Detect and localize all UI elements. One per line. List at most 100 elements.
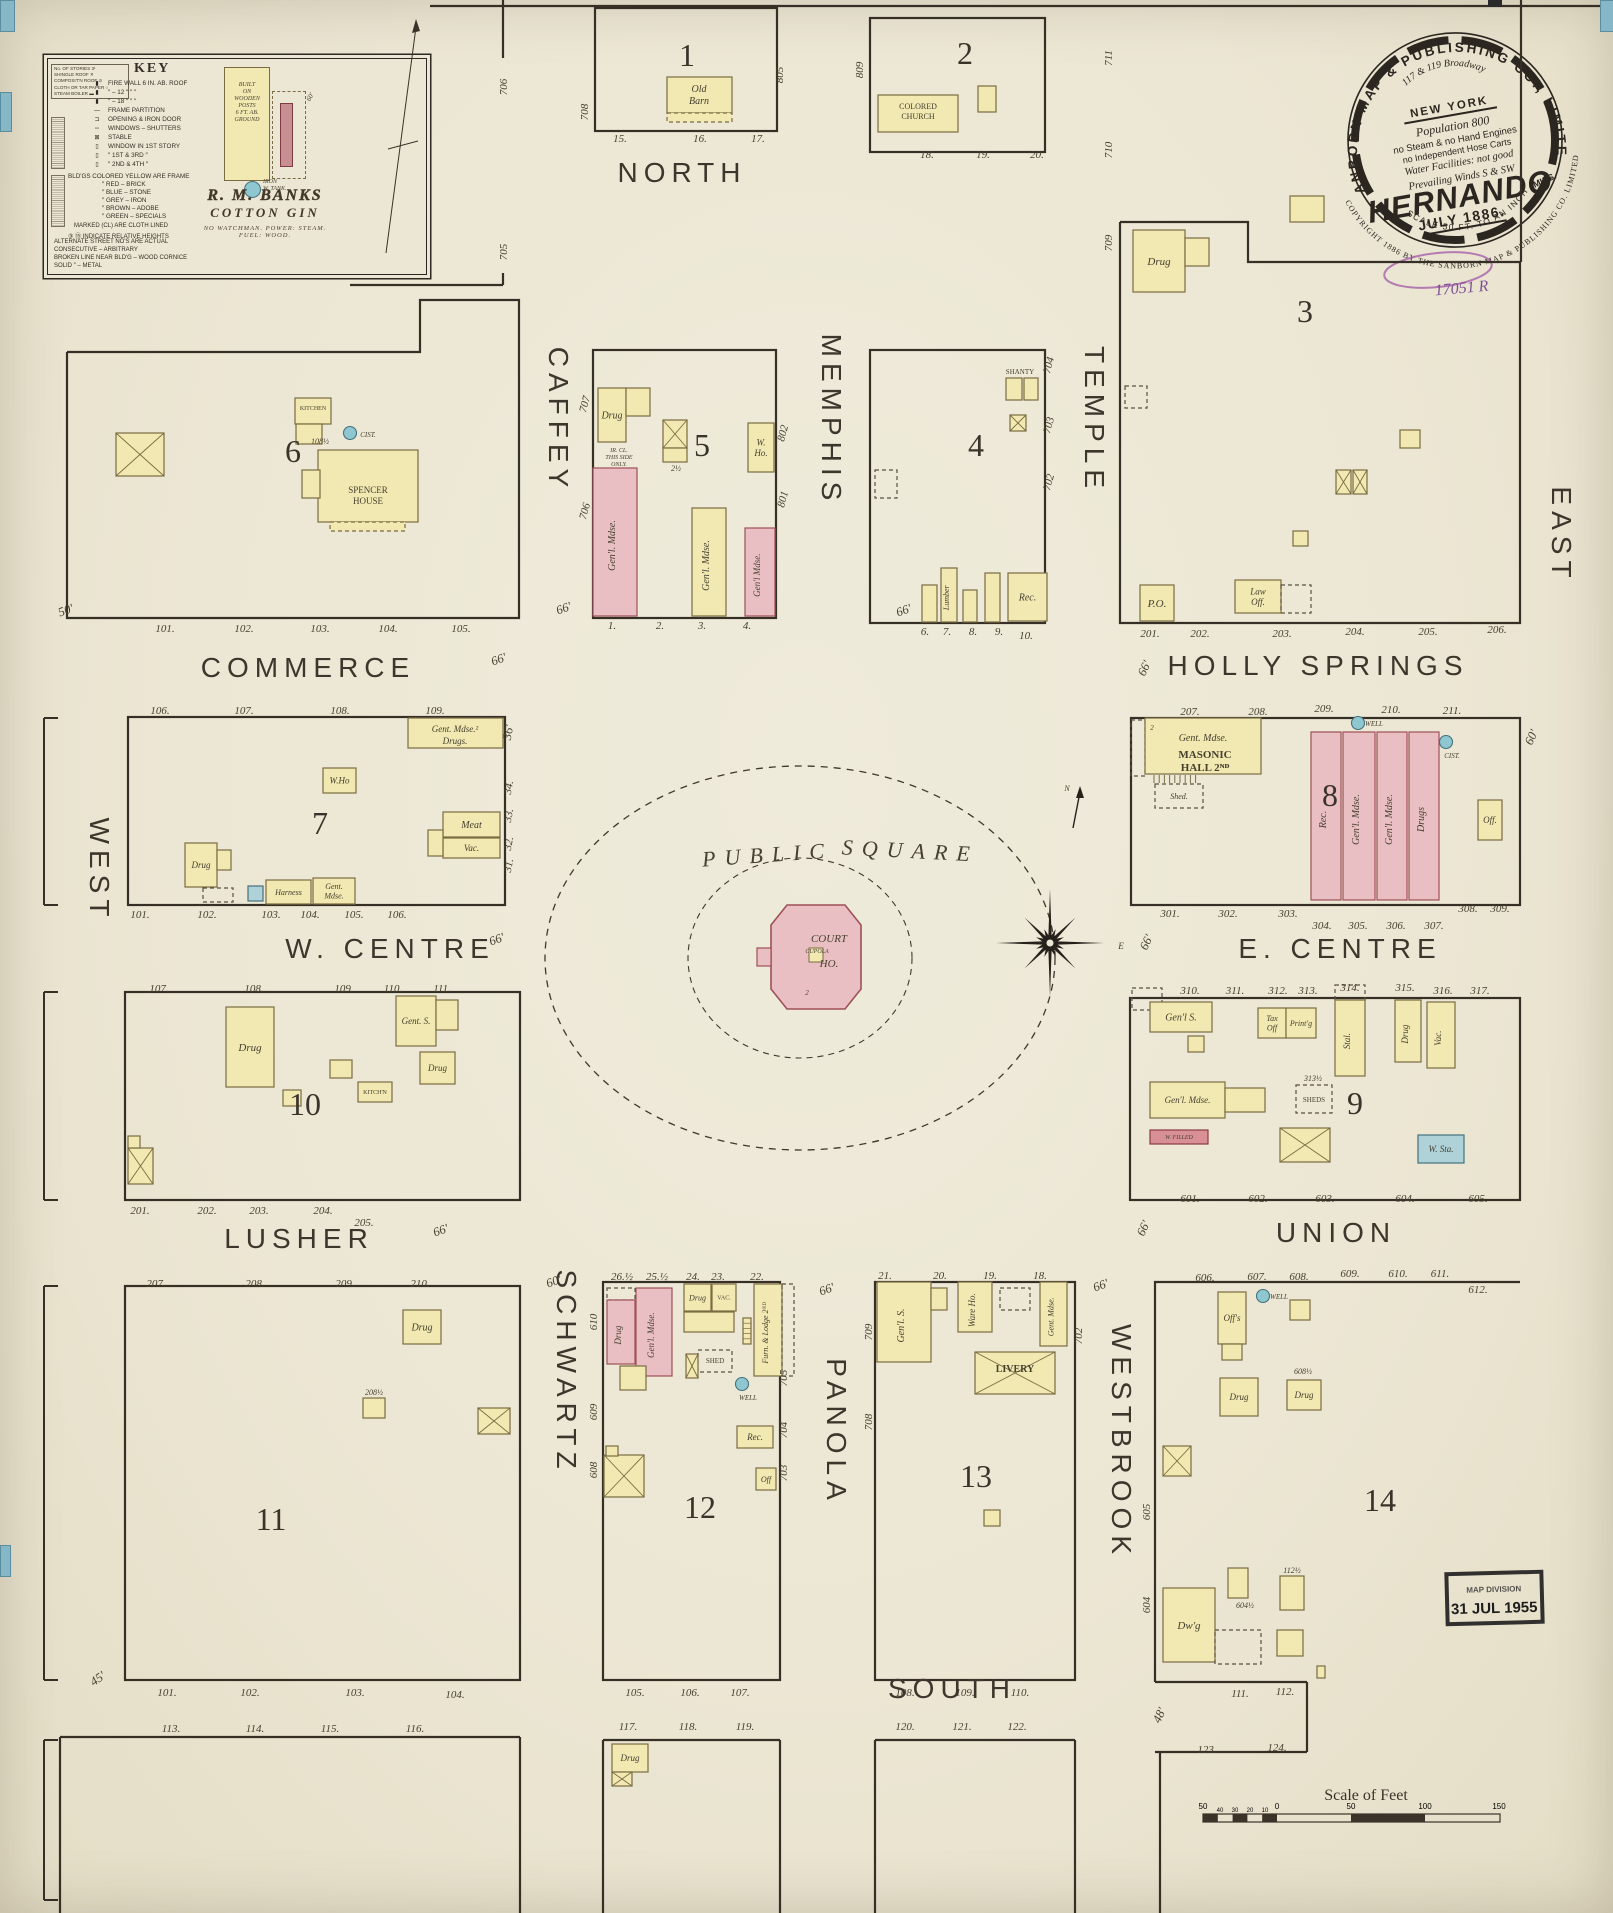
edge-tab <box>0 92 12 132</box>
key-topleft-notes: No. OF STORIES 3¹ SHINGLE ROOF ✕ COMPOSI… <box>51 64 129 100</box>
b7-vac-label: Vac. <box>464 843 479 853</box>
lot-number: 103. <box>310 623 329 635</box>
lot-number: 209. <box>335 1278 354 1290</box>
b7-meat-label: Meat <box>460 820 482 831</box>
b7-stone-shop <box>247 885 264 902</box>
building-cross <box>1279 1127 1331 1163</box>
date-stamp-line2: 31 JUL 1955 <box>1451 1599 1538 1618</box>
b9-vac-label: Vac. <box>1433 1031 1443 1046</box>
lot-number: 6. <box>921 626 929 638</box>
building <box>605 1445 619 1457</box>
received-stamp: 17051 R <box>1383 251 1493 299</box>
key-row-text: WINDOWS – SHUTTERS <box>108 125 181 132</box>
key-row-text: WINDOW IN 1ST STORY <box>108 143 181 150</box>
window-2-4-icon: ▯ <box>95 162 99 168</box>
street-width: 60' <box>544 1272 563 1290</box>
law-office <box>1234 579 1282 614</box>
gin-building-note: BUILT ON WOODEN POSTS 6 FT. AB. GROUND <box>234 82 260 123</box>
lot-number: 101. <box>157 1687 176 1699</box>
windows-shutters-icon: ▫▫ <box>94 126 100 132</box>
building <box>1187 1035 1205 1053</box>
block-number: 10 <box>289 1086 321 1122</box>
b14-drug2-label: Drug <box>1293 1390 1314 1400</box>
lot-number: 25.½ <box>646 1271 668 1283</box>
map-label: ONLY. <box>611 462 627 468</box>
key-title: KEY <box>134 61 171 76</box>
law-office-label: Off. <box>1251 597 1265 607</box>
church-annex <box>977 85 997 113</box>
b12-off <box>755 1467 777 1491</box>
b9-drug-label: Drug <box>1400 1024 1410 1045</box>
street-name: SCHWARTZ <box>551 1269 582 1474</box>
map-label: HO. <box>819 958 839 970</box>
building <box>1130 719 1146 777</box>
lot-number: 201. <box>130 1205 149 1217</box>
lot-number: 102. <box>240 1687 259 1699</box>
lot-number: 606. <box>1195 1272 1214 1284</box>
street-name: W. CENTRE <box>285 933 495 964</box>
building <box>683 1311 735 1333</box>
building <box>329 1059 353 1079</box>
key-color-line: ″ RED – BRICK <box>102 181 146 188</box>
old-barn-porch <box>666 112 733 123</box>
lot-number: 106. <box>150 705 169 717</box>
b9-stone <box>1417 1134 1465 1164</box>
b12-rec-label: Rec. <box>746 1432 763 1442</box>
map-label: COLORED <box>899 102 937 111</box>
banks-type: COTTON GIN <box>210 205 320 220</box>
b9-sheds <box>1295 1084 1333 1114</box>
b8-drugs-label: Drugs <box>1416 807 1427 833</box>
b7-meat <box>442 811 501 838</box>
lot-number: 805 <box>774 66 786 83</box>
b7-drug-label: Drug <box>190 860 211 870</box>
lot-number: 205. <box>354 1217 373 1229</box>
key-footer-line: BROKEN LINE NEAR BLD'G – WOOD CORNICE <box>54 255 188 261</box>
lot-number: 705 <box>778 1369 790 1386</box>
edge-tab <box>1600 0 1613 32</box>
lot-number: 809 <box>854 61 866 78</box>
gin-main-building: BUILT ON WOODEN POSTS 6 FT. AB. GROUND <box>224 67 270 181</box>
map-label: 2 <box>805 989 809 997</box>
edge-smudge <box>1488 0 1502 7</box>
b7-gent-mdse-label: Gent. <box>325 882 343 891</box>
stamp-band-ring <box>1351 36 1559 244</box>
building <box>362 1397 386 1419</box>
street-width: 60' <box>1522 727 1541 747</box>
b7-harness <box>265 879 312 905</box>
lot-number: 21. <box>878 1270 892 1282</box>
lot-number: 707 <box>577 394 593 414</box>
lot-number: 604 <box>1141 1596 1153 1613</box>
lot-number: 802 <box>775 423 791 443</box>
map-label: SHED <box>706 1357 724 1365</box>
b13-genl-s <box>876 1281 932 1363</box>
street-width: 66' <box>894 601 913 619</box>
lot-number: 608. <box>1289 1271 1308 1283</box>
street-name: CAFFEY <box>543 347 574 493</box>
map-label: 604½ <box>1236 1601 1254 1610</box>
old-barn <box>666 76 733 114</box>
north-arrow-head <box>1076 786 1084 798</box>
b10-drug-label: Drug <box>237 1042 262 1054</box>
scalebar-seg <box>1232 1814 1248 1822</box>
b7-gent-mdse-label: Mdse. <box>323 892 343 901</box>
street-width: 66' <box>1091 1276 1110 1294</box>
scalebar-minor: 40 <box>1217 1808 1224 1814</box>
block-outline <box>1128 996 1522 1202</box>
block-number: 9 <box>1347 1085 1363 1121</box>
street-width: 36' <box>500 723 517 742</box>
lot-number: 1. <box>608 620 616 632</box>
scalebar-label: 50 <box>1199 1802 1208 1811</box>
block-number: 8 <box>1322 777 1338 813</box>
map-label: 608½ <box>1294 1367 1312 1376</box>
b5-warehouse <box>747 422 775 473</box>
map-label: HOUSE <box>353 496 384 506</box>
lot-number: 111. <box>433 983 451 995</box>
court-house-cupola <box>808 947 824 963</box>
lot-number: 105. <box>625 1687 644 1699</box>
law-office-label: Law <box>1249 586 1266 596</box>
lot-number: 703 <box>778 1464 790 1481</box>
b10-gent-s <box>395 995 437 1047</box>
lot-number: 122. <box>1007 1721 1026 1733</box>
scalebar-title: Scale of Feet <box>1324 1787 1408 1804</box>
lot-number: 113. <box>162 1723 180 1735</box>
